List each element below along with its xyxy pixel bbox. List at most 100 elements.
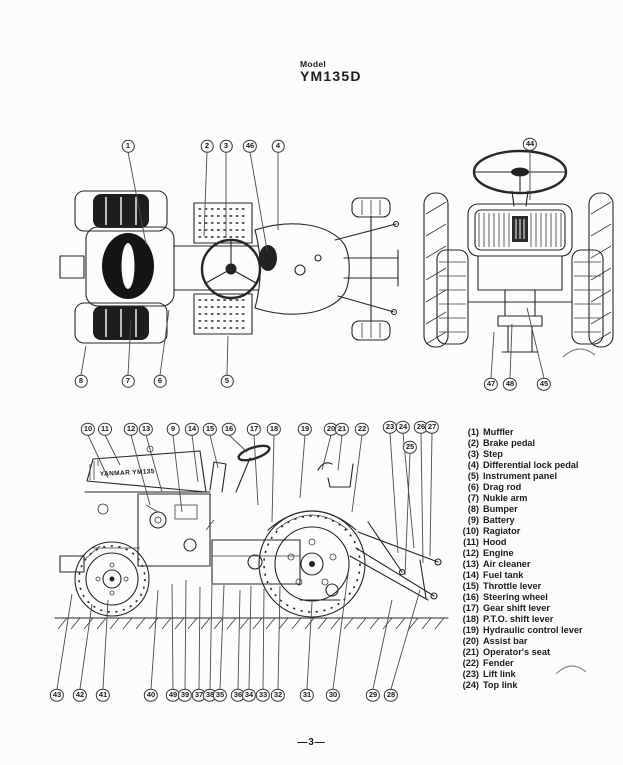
part-name: Hydraulic control lever: [483, 625, 583, 635]
part-name: Battery: [483, 515, 515, 525]
part-name: Air cleaner: [483, 559, 531, 569]
callout-11: 11: [98, 422, 112, 436]
callout-48: 48: [502, 377, 518, 391]
part-number: (7): [467, 493, 479, 503]
callout-23: 23: [382, 420, 398, 434]
part-number: (1): [467, 427, 479, 437]
callout-34: 34: [241, 688, 257, 702]
callout-13: 13: [138, 422, 154, 436]
callout-2: 2: [200, 139, 214, 153]
callout-30: 30: [325, 688, 341, 702]
part-number: (21): [462, 647, 479, 657]
part-item: (21) Operator's seat: [456, 647, 622, 658]
part-number: (17): [462, 603, 479, 613]
model-number: YM135D: [300, 68, 362, 85]
callout-29: 29: [365, 688, 381, 702]
part-name: Operator's seat: [483, 647, 551, 657]
callout-8: 8: [74, 374, 88, 388]
part-name: Top link: [483, 680, 518, 690]
part-number: (23): [462, 669, 479, 679]
part-name: Fender: [483, 658, 514, 668]
callout-10: 10: [80, 422, 96, 436]
part-item: (7) Nukle arm: [456, 493, 622, 504]
callout-27: 27: [424, 420, 440, 434]
part-number: (18): [462, 614, 479, 624]
part-name: Muffler: [483, 427, 514, 437]
callout-40: 40: [143, 688, 159, 702]
part-name: Lift link: [483, 669, 516, 679]
part-name: Brake pedal: [483, 438, 536, 448]
part-item: (2) Brake pedal: [456, 438, 622, 449]
part-number: (14): [462, 570, 479, 580]
part-item: (13) Air cleaner: [456, 559, 622, 570]
part-number: (13): [462, 559, 479, 569]
part-name: Instrument panel: [483, 471, 558, 481]
part-name: Step: [483, 449, 503, 459]
part-item: (8)Bumper: [456, 504, 622, 515]
part-number: (15): [462, 581, 479, 591]
part-number: (16): [462, 592, 479, 602]
part-number: (3): [467, 449, 479, 459]
part-number: (24): [462, 680, 479, 690]
callout-41: 41: [95, 688, 111, 702]
callout-24: 24: [395, 420, 411, 434]
part-item: (4) Differential lock pedal: [456, 460, 622, 471]
part-item: (3) Step: [456, 449, 622, 460]
part-number: (10): [462, 526, 479, 536]
callout-14: 14: [184, 422, 200, 436]
part-item: (12)Engine: [456, 548, 622, 559]
part-name: P.T.O. shift lever: [483, 614, 554, 624]
callout-5: 5: [220, 374, 234, 388]
callout-9: 9: [166, 422, 180, 436]
callout-6: 6: [153, 374, 167, 388]
callout-12: 12: [123, 422, 139, 436]
parts-list: (1) Muffler (2) Brake pedal (3) Step (4) Differ…: [456, 427, 622, 691]
page-title: Model YM135D: [300, 59, 362, 85]
part-item: (24) Top link: [456, 680, 622, 691]
part-item: (14) Fuel tank: [456, 570, 622, 581]
callout-44: 44: [522, 137, 538, 151]
part-item: (16)Steering wheel: [456, 592, 622, 603]
part-name: Fuel tank: [483, 570, 524, 580]
callout-4: 4: [271, 139, 285, 153]
part-name: Throttle lever: [483, 581, 542, 591]
part-name: Hood: [483, 537, 507, 547]
part-item: (6)Drag rod: [456, 482, 622, 493]
callout-15: 15: [202, 422, 218, 436]
part-item: (17)Gear shift lever: [456, 603, 622, 614]
callout-28: 28: [383, 688, 399, 702]
part-item: (18) P.T.O. shift lever: [456, 614, 622, 625]
part-number: (2): [467, 438, 479, 448]
callout-43: 43: [49, 688, 65, 702]
part-number: (22): [462, 658, 479, 668]
part-item: (11)Hood: [456, 537, 622, 548]
part-number: (5): [467, 471, 479, 481]
callout-16: 16: [221, 422, 237, 436]
part-item: (1) Muffler: [456, 427, 622, 438]
model-label: Model: [300, 59, 327, 69]
callout-39: 39: [177, 688, 193, 702]
callout-19: 19: [297, 422, 313, 436]
callout-35: 35: [212, 688, 228, 702]
part-item: (20)Assist bar: [456, 636, 622, 647]
part-item: (5) Instrument panel: [456, 471, 622, 482]
part-item: (19) Hydraulic control lever: [456, 625, 622, 636]
part-name: Nukle arm: [483, 493, 528, 503]
callout-21: 21: [334, 422, 350, 436]
callout-42: 42: [72, 688, 88, 702]
callout-7: 7: [121, 374, 135, 388]
callout-1: 1: [121, 139, 135, 153]
part-item: (9) Battery: [456, 515, 622, 526]
part-item: (23) Lift link: [456, 669, 622, 680]
part-number: (19): [462, 625, 479, 635]
part-number: (9): [467, 515, 479, 525]
part-name: Bumper: [483, 504, 518, 514]
callout-46: 46: [242, 139, 258, 153]
page-number: —3—: [297, 737, 326, 748]
callout-47: 47: [483, 377, 499, 391]
part-number: (4): [467, 460, 479, 470]
part-item: (15) Throttle lever: [456, 581, 622, 592]
part-name: Differential lock pedal: [483, 460, 579, 470]
